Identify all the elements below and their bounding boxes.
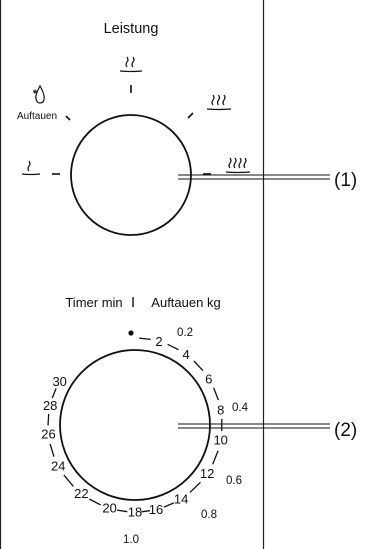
timer-dash-6	[163, 502, 175, 508]
timer-dash-2	[212, 387, 220, 401]
timer-dash-12	[47, 413, 50, 426]
timer-label-22: 22	[74, 486, 88, 501]
snowflake-glyph: *	[33, 88, 38, 100]
callout-2-label: (2)	[334, 420, 357, 441]
power-knob[interactable]	[70, 114, 192, 236]
power-title: Leistung	[104, 21, 159, 37]
timer-label-4: 4	[182, 347, 189, 362]
power-ticks	[52, 85, 211, 175]
kg-label-1.0: 1.0	[123, 534, 139, 546]
tick-medium-high	[187, 112, 194, 119]
steam-1-icon	[21, 160, 41, 176]
callout-1: (1)	[178, 170, 357, 191]
timer-dash-8	[116, 509, 128, 513]
timer-label-14: 14	[174, 491, 188, 506]
timer-label-20: 20	[102, 501, 116, 516]
steam-2-icon	[119, 56, 143, 73]
timer-label-24: 24	[51, 458, 65, 473]
defrost-kg-title: Auftauen kg	[151, 295, 220, 310]
timer-dash-1	[193, 360, 204, 372]
kg-label-0.2: 0.2	[177, 327, 193, 339]
timer-dash-10	[63, 474, 74, 487]
timer-label-28: 28	[43, 398, 57, 413]
timer-label-6: 6	[205, 371, 212, 386]
steam-3-icon	[206, 94, 232, 111]
timer-zero-dot	[128, 330, 134, 336]
kg-label-0.6: 0.6	[226, 475, 242, 487]
callout-1-label: (1)	[334, 170, 357, 191]
drop-glyph	[35, 84, 45, 104]
timer-dash-0	[167, 343, 179, 351]
timer-label-30: 30	[52, 374, 66, 389]
callout-2: (2)	[178, 420, 357, 441]
timer-dash-13	[51, 388, 57, 399]
timer-title: Timer min	[65, 295, 122, 310]
defrost-kg-scale: 0.2 0.4 0.6 0.8 1.0	[123, 327, 249, 546]
tick-defrost	[65, 115, 71, 121]
snowflake-drop-icon: *	[33, 84, 45, 104]
timer-dash-5	[189, 481, 201, 493]
timer-label-26: 26	[41, 427, 55, 442]
kg-label-0.4: 0.4	[232, 402, 249, 414]
kg-label-0.8: 0.8	[201, 509, 217, 521]
defrost-label: Auftauen	[17, 111, 57, 122]
timer-dash-11	[49, 443, 55, 457]
timer-label-12: 12	[200, 466, 214, 481]
timer-dash-4	[212, 450, 219, 465]
timer-label-10: 10	[213, 433, 227, 448]
timer-dash-9	[88, 498, 101, 506]
timer-label-16: 16	[149, 502, 163, 517]
steam-4-icon	[225, 157, 251, 174]
timer-knob[interactable]	[59, 349, 211, 501]
timer-label-18: 18	[128, 505, 142, 520]
timer-label-2: 2	[155, 334, 162, 349]
timer-dash-7	[141, 510, 150, 513]
timer-label-8: 8	[217, 402, 224, 417]
timer-dash-start	[139, 337, 151, 341]
